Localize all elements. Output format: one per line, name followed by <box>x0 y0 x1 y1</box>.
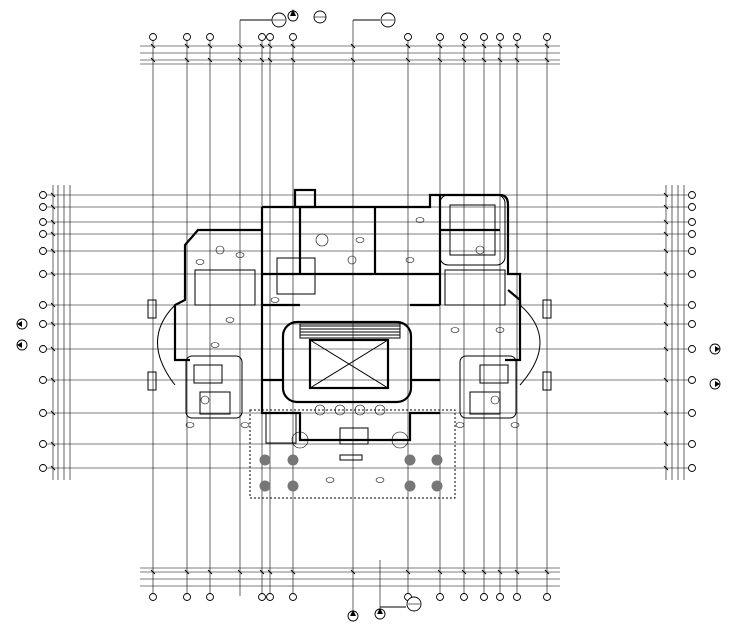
terrace-arcs <box>147 299 552 391</box>
bathroom-blocks <box>185 355 517 419</box>
building-walls <box>173 188 522 442</box>
top-dimension-lines <box>140 45 560 587</box>
fixtures <box>200 233 500 449</box>
grid-bubbles-top <box>149 33 551 41</box>
vertical-grid-lines <box>152 20 548 616</box>
columns <box>259 454 443 492</box>
interior-lines <box>194 194 506 499</box>
section-cut-marker-icon <box>709 343 721 390</box>
grid-bubbles-bottom <box>149 593 551 601</box>
section-cut-marker-icon <box>347 596 422 622</box>
dimension-ticks <box>50 43 669 575</box>
section-cut-marker-icon <box>240 9 396 28</box>
section-cut-marker-icon <box>16 318 28 351</box>
grid-bubbles-right <box>688 191 696 472</box>
room-tags <box>185 217 520 483</box>
grid-bubbles-left <box>39 191 47 472</box>
